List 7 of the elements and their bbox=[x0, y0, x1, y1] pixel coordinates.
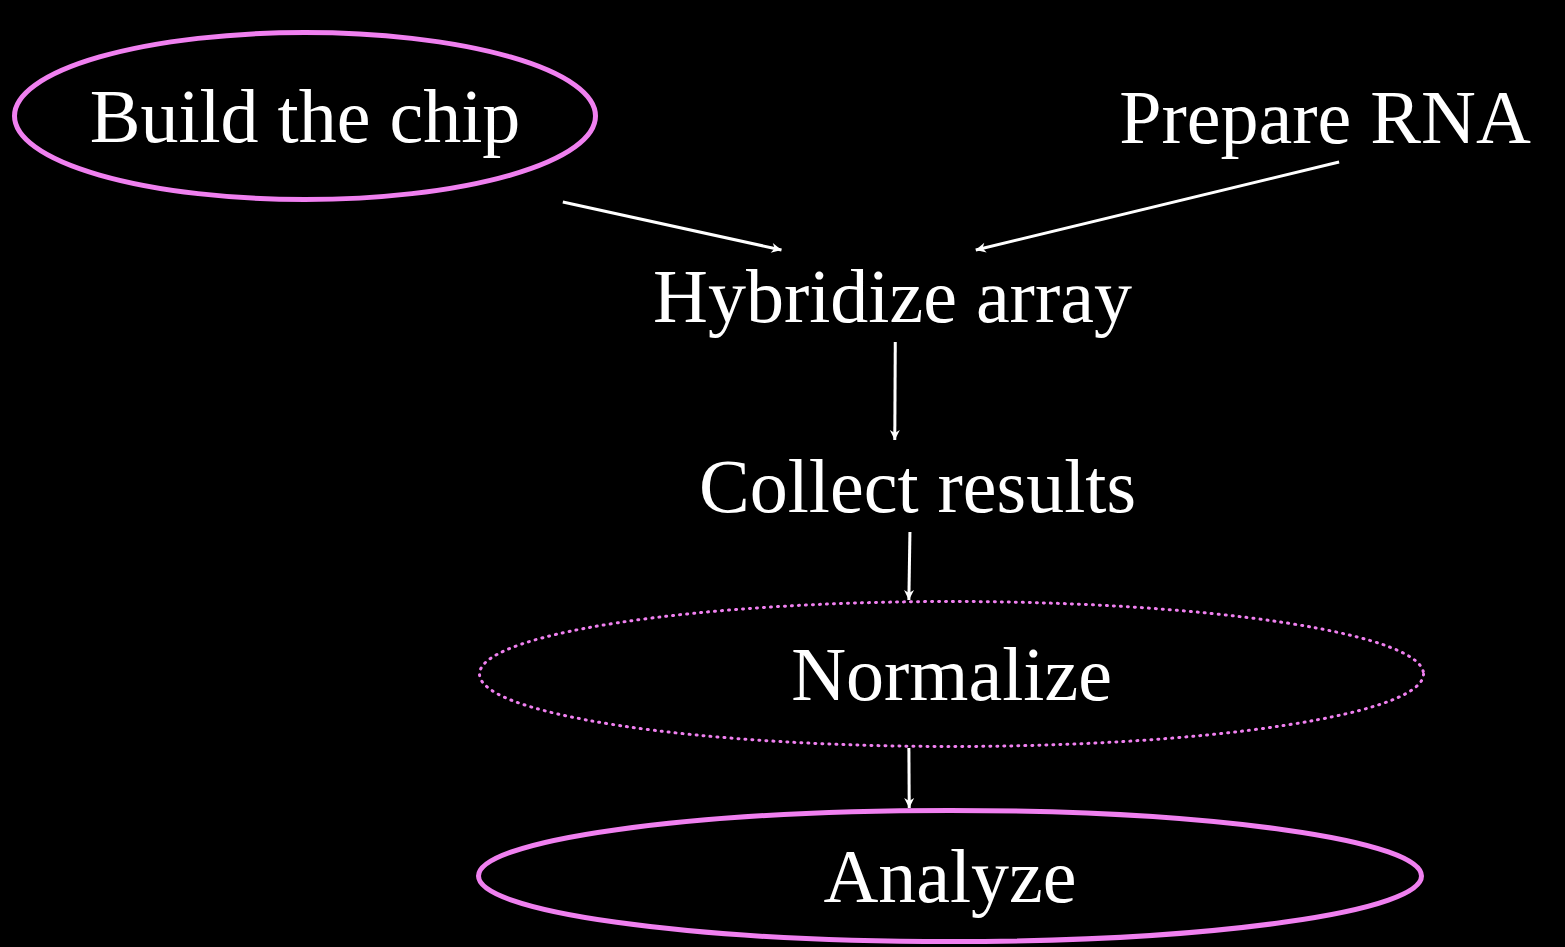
arrow bbox=[889, 342, 900, 440]
arrow bbox=[904, 531, 915, 601]
arrow bbox=[975, 160, 1340, 253]
step-label: Normalize bbox=[791, 636, 1112, 712]
arrow bbox=[904, 748, 915, 808]
step-label: Collect results bbox=[699, 448, 1136, 524]
arrow bbox=[562, 200, 782, 253]
